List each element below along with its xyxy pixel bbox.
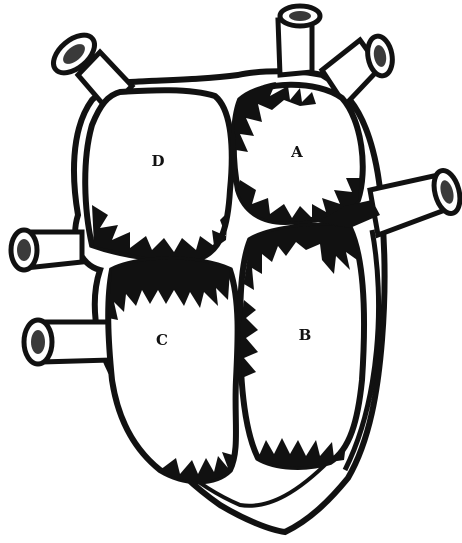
vessel-left-lower (24, 320, 112, 364)
vessel-right (370, 168, 462, 235)
vessel-left-upper (11, 230, 82, 270)
label-c: C (156, 331, 168, 349)
vessel-top-center (278, 6, 320, 75)
chamber-b (240, 226, 364, 467)
chamber-d (85, 90, 232, 259)
label-a: A (290, 143, 303, 161)
label-b: B (299, 326, 312, 344)
label-d: D (151, 152, 164, 170)
chamber-c (108, 260, 238, 482)
